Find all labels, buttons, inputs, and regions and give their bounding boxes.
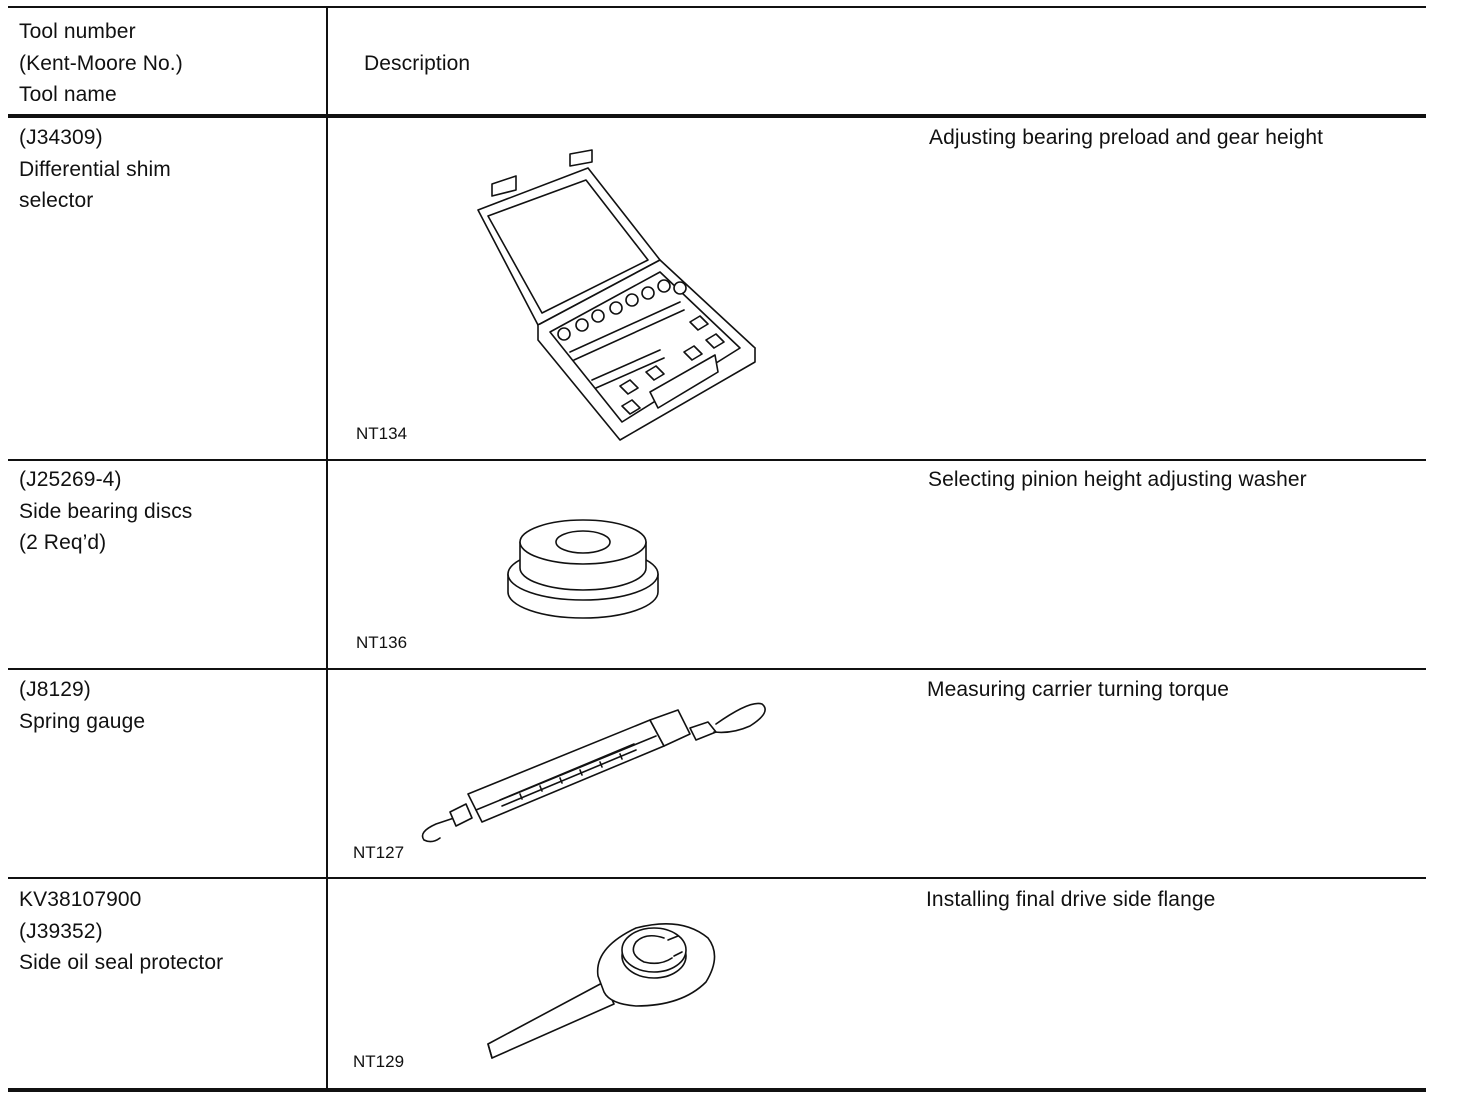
header-kent-moore-no: (Kent-Moore No.) — [19, 51, 183, 75]
row-3-tool: (J8129) Spring gauge — [19, 674, 145, 737]
row-2-tool: (J25269-4) Side bearing discs (2 Req’d) — [19, 464, 192, 559]
header-tool-name: Tool name — [19, 83, 117, 106]
header-description: Description — [364, 52, 471, 75]
tool-name-line: Side bearing discs — [19, 499, 193, 523]
tool-name-line: Spring gauge — [19, 709, 146, 733]
tool-number: (J8129) — [19, 678, 91, 701]
row-3-figure-code: NT127 — [353, 843, 405, 862]
table-top-rule — [8, 6, 1426, 8]
row-divider — [8, 668, 1426, 670]
shim-selector-case-icon — [477, 149, 756, 441]
header-tool-column: Tool number (Kent-Moore No.) Tool name — [19, 16, 183, 111]
column-divider — [326, 6, 328, 1090]
row-2-figure-code: NT136 — [356, 633, 408, 652]
row-4-description: Installing final drive side flange — [926, 888, 1216, 911]
tool-name-line: Side oil seal protector — [19, 951, 224, 974]
tool-name-line: selector — [19, 189, 94, 212]
spring-gauge-icon — [421, 702, 766, 843]
oil-seal-protector-icon — [487, 922, 716, 1059]
row-1-tool: (J34309) Differential shim selector — [19, 122, 171, 217]
row-divider — [8, 459, 1426, 461]
row-4-figure-code: NT129 — [353, 1052, 405, 1071]
header-bottom-rule — [8, 114, 1426, 118]
row-divider — [8, 877, 1426, 879]
tool-number: (J25269-4) — [19, 468, 122, 491]
tool-number: (J34309) — [19, 126, 103, 149]
table-bottom-rule — [8, 1088, 1426, 1092]
header-tool-number: Tool number — [19, 20, 136, 43]
row-2-description: Selecting pinion height adjusting washer — [928, 468, 1307, 491]
tool-name-line: Differential shim — [19, 157, 171, 181]
tool-name-line: (J39352) — [19, 919, 103, 943]
tool-number: KV38107900 — [19, 888, 142, 911]
bearing-disc-icon — [507, 519, 659, 619]
row-1-figure-code: NT134 — [356, 424, 408, 443]
row-1-description: Adjusting bearing preload and gear heigh… — [929, 126, 1324, 149]
row-4-tool: KV38107900 (J39352) Side oil seal protec… — [19, 884, 223, 979]
tool-name-line: (2 Req’d) — [19, 531, 107, 554]
row-3-description: Measuring carrier turning torque — [927, 678, 1230, 701]
